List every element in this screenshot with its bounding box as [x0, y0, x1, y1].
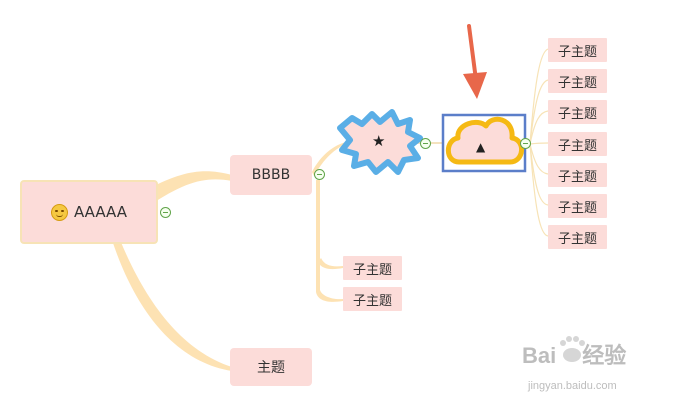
- baidu-paw-icon: [560, 336, 585, 362]
- subtopic-label: 子主题: [558, 138, 598, 154]
- topic-main[interactable]: 主题: [230, 348, 312, 386]
- subtopic-bbbb-1[interactable]: 子主题: [343, 256, 403, 280]
- arrow-head-icon: [463, 72, 487, 99]
- subtopic-label: 子主题: [558, 75, 598, 91]
- subtopic-label: 子主题: [558, 231, 598, 247]
- subtopic-label: 子主题: [558, 106, 598, 122]
- subtopic-cloud-1[interactable]: 子主题: [548, 38, 608, 62]
- subtopic-cloud-3[interactable]: 子主题: [548, 100, 608, 124]
- collapse-toggle-root[interactable]: [160, 207, 171, 218]
- watermark-url: jingyan.baidu.com: [528, 380, 617, 392]
- topic-main-label: 主题: [257, 360, 285, 376]
- subtopic-bbbb-2[interactable]: 子主题: [343, 287, 403, 311]
- subtopic-cloud-6[interactable]: 子主题: [548, 194, 608, 218]
- star-node-splat[interactable]: [337, 109, 423, 175]
- collapse-toggle-star[interactable]: [420, 138, 431, 149]
- collapse-toggle-cloud[interactable]: [520, 138, 531, 149]
- branch-bbbb-child1: [318, 258, 343, 270]
- subtopic-label: 子主题: [558, 44, 598, 60]
- triangle-icon: ▲: [476, 140, 486, 154]
- subtopic-label: 子主题: [353, 262, 393, 278]
- subtopic-cloud-4[interactable]: 子主题: [548, 132, 608, 156]
- branch-bbbb-trunk: [316, 180, 343, 302]
- star-icon: ★: [372, 132, 386, 150]
- branch-root-bbbb: [150, 171, 232, 205]
- root-topic[interactable]: AAAAA: [20, 180, 158, 244]
- branch-cloud-children: [529, 48, 549, 237]
- subtopic-label: 子主题: [558, 169, 598, 185]
- smiley-icon: [51, 203, 68, 221]
- subtopic-label: 子主题: [558, 200, 598, 216]
- arrow-shaft: [467, 24, 478, 82]
- subtopic-cloud-2[interactable]: 子主题: [548, 69, 608, 93]
- subtopic-label: 子主题: [353, 293, 393, 309]
- collapse-toggle-bbbb[interactable]: [314, 169, 325, 180]
- subtopic-cloud-7[interactable]: 子主题: [548, 225, 608, 249]
- subtopic-cloud-5[interactable]: 子主题: [548, 163, 608, 187]
- branch-root-topic: [112, 240, 232, 371]
- topic-bbbb[interactable]: BBBB: [230, 155, 312, 195]
- root-topic-label: AAAAA: [74, 203, 127, 221]
- topic-bbbb-label: BBBB: [251, 167, 291, 183]
